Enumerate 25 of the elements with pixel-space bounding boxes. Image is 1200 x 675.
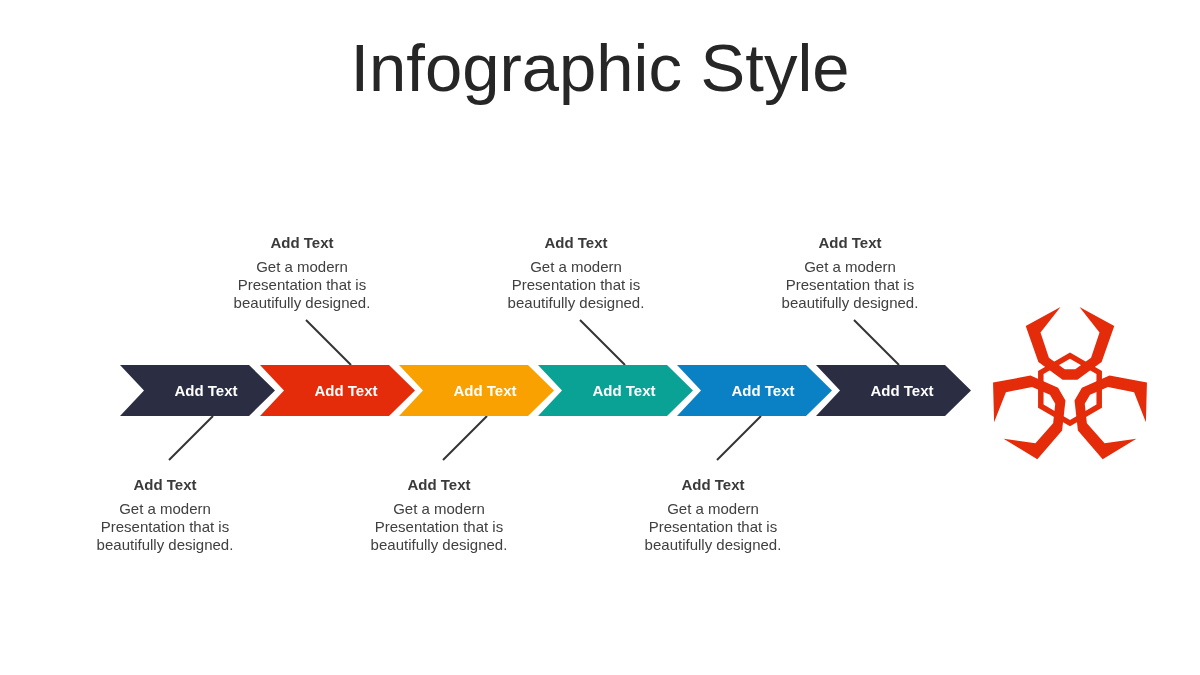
callout-heading: Add Text: [818, 233, 882, 253]
callout-text: Get a modern Presentation that is beautifully designed.: [95, 500, 235, 554]
callout-heading: Add Text: [270, 233, 334, 253]
leader-line: [168, 415, 214, 461]
title: Infographic Style: [350, 29, 850, 107]
callout-heading: Add Text: [681, 475, 745, 495]
leader-line: [305, 319, 352, 366]
step-label: Add Text: [174, 381, 238, 400]
step-label: Add Text: [453, 381, 517, 400]
step-label: Add Text: [870, 381, 934, 400]
leader-line: [716, 415, 762, 461]
callout-text: Get a modern Presentation that is beautifully designed.: [369, 500, 509, 554]
callout-text: Get a modern Presentation that is beautifully designed.: [780, 258, 920, 312]
callout-text: Get a modern Presentation that is beautifully designed.: [643, 500, 783, 554]
callout-text: Get a modern Presentation that is beautifully designed.: [232, 258, 372, 312]
step-label: Add Text: [314, 381, 378, 400]
callout-heading: Add Text: [544, 233, 608, 253]
leader-line: [442, 415, 488, 461]
step-label: Add Text: [592, 381, 656, 400]
step-label: Add Text: [731, 381, 795, 400]
callout-heading: Add Text: [133, 475, 197, 495]
leader-line: [579, 319, 626, 366]
callout-text: Get a modern Presentation that is beautifully designed.: [506, 258, 646, 312]
callout-heading: Add Text: [407, 475, 471, 495]
leader-line: [853, 319, 900, 366]
